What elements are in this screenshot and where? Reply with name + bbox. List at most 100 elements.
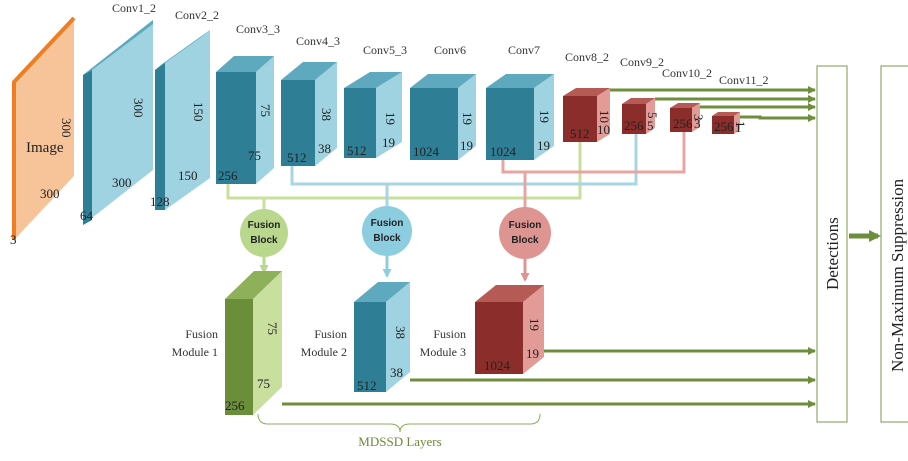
conv7-name: Conv7 bbox=[508, 43, 540, 57]
image-height-label: 300 bbox=[59, 118, 74, 138]
conv2-2-c: 128 bbox=[150, 194, 170, 209]
conv9-2-c: 256 bbox=[624, 118, 644, 133]
nms-rect bbox=[880, 65, 908, 423]
conv4-3-w: 38 bbox=[318, 141, 331, 156]
conv8-2-top bbox=[563, 88, 610, 96]
conv3-3-name: Conv3_3 bbox=[236, 22, 280, 36]
conv4-3-name: Conv4_3 bbox=[296, 34, 340, 48]
conv3-3-c: 256 bbox=[218, 168, 238, 183]
fusion-block-3-line2: Block bbox=[511, 235, 539, 246]
conv1-2-top bbox=[83, 20, 153, 75]
detections-rect bbox=[816, 65, 848, 423]
fusion-block-3-line1: Fusion bbox=[509, 220, 542, 231]
layer-conv3-3: Conv3_3 75 75 256 bbox=[216, 22, 280, 184]
nms-label: Non-Maximum Suppression bbox=[888, 178, 907, 372]
conv7-top bbox=[486, 74, 554, 88]
conv2-2-h: 150 bbox=[191, 102, 206, 122]
mdssd-label: MDSSD Layers bbox=[358, 434, 441, 449]
conv11-2-side bbox=[734, 112, 740, 134]
fusion-module-1-line2: Module 1 bbox=[172, 345, 218, 359]
conv6-front bbox=[410, 88, 458, 160]
conv11-2-c: 256 bbox=[714, 119, 734, 134]
conv10-2-c: 256 bbox=[673, 116, 693, 131]
conv1-2-name: Conv1_2 bbox=[112, 1, 156, 15]
mdssd-bracket: MDSSD Layers bbox=[257, 413, 541, 449]
layer-conv11-2: Conv11_2 1 1 256 bbox=[712, 73, 769, 135]
conv5-3-c: 512 bbox=[347, 143, 367, 158]
fusion-module-2-h: 38 bbox=[393, 326, 408, 339]
conv2-2-side bbox=[165, 30, 210, 210]
fusion-module-3-front bbox=[475, 302, 523, 374]
conv6-h: 19 bbox=[460, 112, 475, 125]
blue-connection bbox=[290, 134, 638, 186]
conv4-3-front bbox=[281, 80, 315, 166]
fusion-module-1-front bbox=[225, 299, 253, 415]
conv11-2-h: 1 bbox=[733, 121, 748, 128]
conv3-3-front bbox=[216, 72, 256, 184]
conv9-2-name: Conv9_2 bbox=[620, 55, 664, 69]
conv6-name: Conv6 bbox=[434, 43, 466, 57]
conv8-2-side bbox=[597, 88, 610, 142]
fusion-module-3-top bbox=[475, 285, 544, 302]
image-label: Image bbox=[26, 140, 64, 156]
layer-conv5-3: Conv5_3 19 19 512 bbox=[344, 43, 407, 158]
layer-conv4-3: Conv4_3 38 38 512 bbox=[281, 34, 340, 166]
layer-conv2-2: Conv2_2 150 150 128 bbox=[150, 8, 219, 210]
conv3-3-side bbox=[256, 56, 274, 184]
arrow-conv11 bbox=[740, 114, 816, 122]
conv2-2-w: 150 bbox=[178, 168, 198, 183]
conv10-2-side bbox=[692, 103, 700, 132]
fusion-module-1: Fusion Module 1 75 75 256 bbox=[172, 271, 282, 415]
conv1-2-side bbox=[83, 20, 153, 225]
red-connection bbox=[501, 132, 686, 174]
fusion-block-2-circle bbox=[362, 206, 412, 256]
fusion-module-3-c: 1024 bbox=[484, 358, 511, 373]
fusion-block-1: Fusion Block bbox=[240, 209, 288, 257]
conv1-2-w: 300 bbox=[112, 175, 132, 190]
detections-label: Detections bbox=[823, 217, 842, 290]
fusion-connections bbox=[226, 132, 686, 212]
mdssd-brace bbox=[257, 413, 541, 433]
fusion-block-1-line1: Fusion bbox=[248, 220, 281, 231]
fusion-module-3-line1: Fusion bbox=[433, 327, 466, 341]
conv2-2-front bbox=[155, 62, 165, 210]
conv7-side bbox=[534, 74, 554, 160]
conv5-3-h: 19 bbox=[383, 112, 398, 125]
conv9-2-side bbox=[646, 98, 655, 134]
conv7-h: 19 bbox=[537, 110, 552, 123]
conv8-2-name: Conv8_2 bbox=[565, 50, 609, 64]
image-edge bbox=[12, 16, 76, 240]
fusion-module-2-line2: Module 2 bbox=[301, 345, 347, 359]
conv1-2-h: 300 bbox=[131, 98, 146, 118]
conv11-2-name: Conv11_2 bbox=[719, 73, 769, 87]
conv9-2-front bbox=[622, 104, 646, 134]
conv6-w: 19 bbox=[460, 138, 473, 153]
layer-conv7: Conv7 19 19 1024 bbox=[486, 43, 554, 160]
conv7-front bbox=[486, 88, 534, 160]
green-connection bbox=[226, 142, 582, 200]
fusion-block-3-circle bbox=[499, 207, 551, 259]
fusion-module-3-w: 19 bbox=[526, 346, 539, 361]
conv2-2-top bbox=[155, 30, 210, 70]
conv8-2-w: 10 bbox=[597, 122, 610, 137]
conv3-3-h: 75 bbox=[258, 104, 273, 117]
fusion-block-2-line1: Fusion bbox=[371, 218, 404, 229]
fusion-module-2-line1: Fusion bbox=[314, 327, 347, 341]
conv10-2-name: Conv10_2 bbox=[662, 66, 712, 80]
conv10-2-front bbox=[670, 108, 692, 132]
conv11-2-w: 1 bbox=[735, 120, 742, 135]
image-width-label: 300 bbox=[40, 186, 60, 201]
detections-box: Detections bbox=[816, 65, 848, 423]
fusion-module-1-w: 75 bbox=[257, 376, 270, 391]
fusion-module-2-top bbox=[354, 282, 410, 302]
fusion-module-3-side bbox=[523, 285, 544, 374]
detection-arrows bbox=[282, 86, 816, 408]
conv7-w: 19 bbox=[537, 138, 550, 153]
conv11-2-top bbox=[712, 112, 740, 116]
conv9-2-w: 5 bbox=[647, 118, 654, 133]
layer-conv1-2: Conv1_2 300 300 64 bbox=[80, 1, 156, 225]
fusion-module-1-top bbox=[225, 271, 282, 299]
conv5-3-w: 19 bbox=[382, 135, 395, 150]
fusion-module-2-side bbox=[386, 282, 410, 392]
